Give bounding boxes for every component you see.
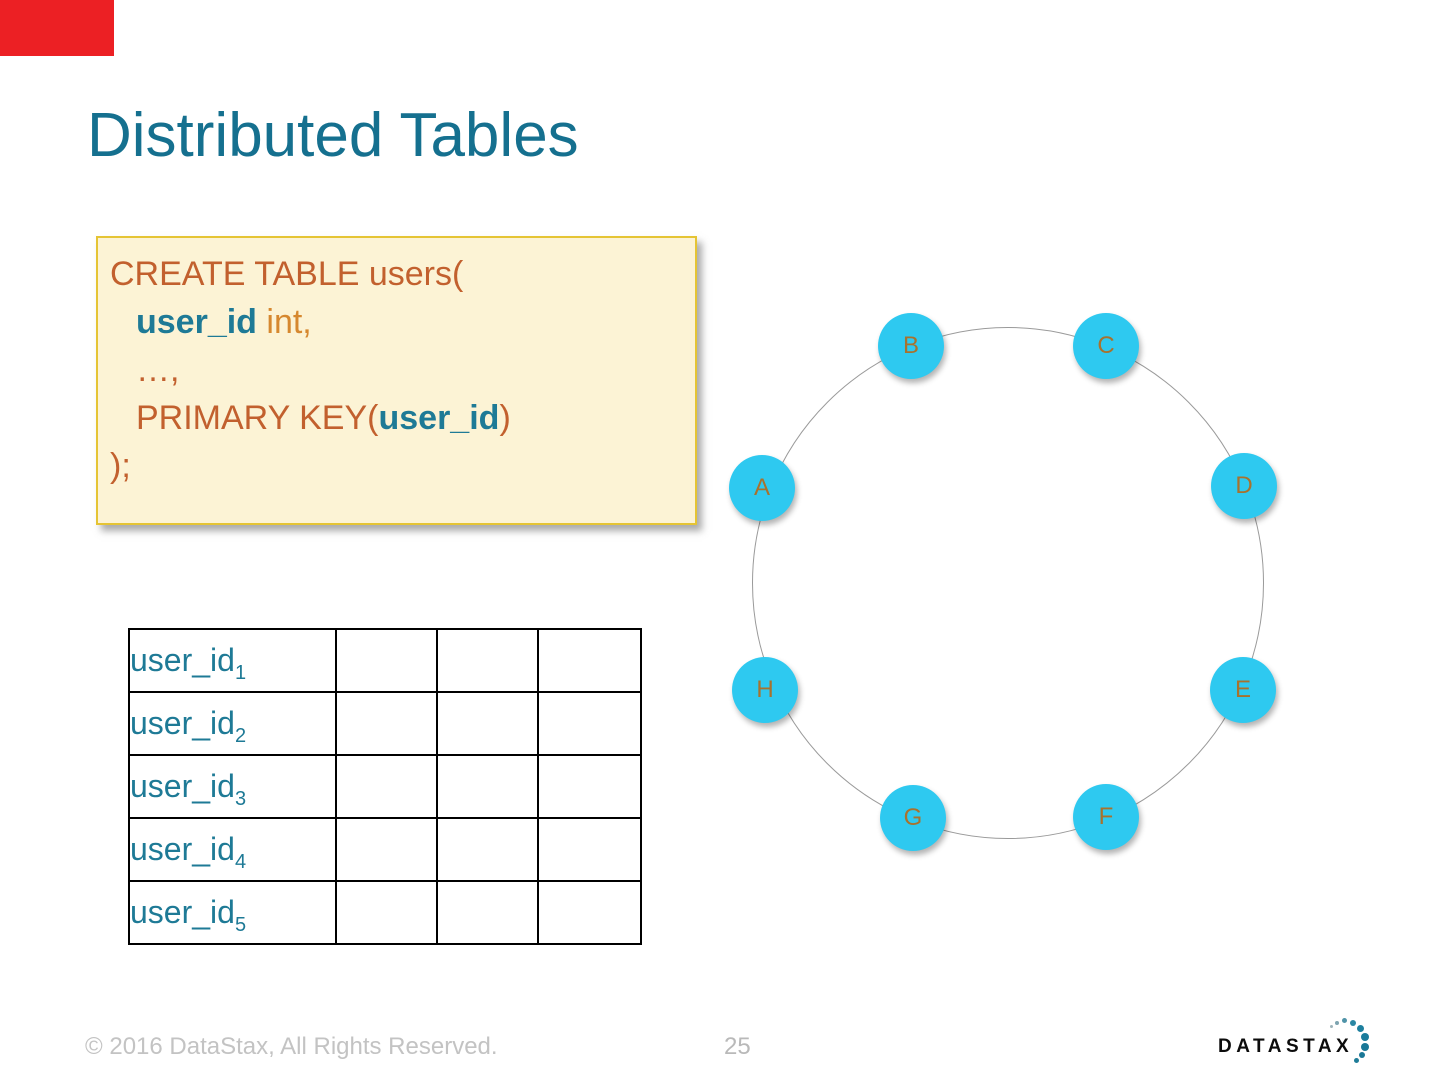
row-key-label: user_id [130,642,235,678]
code-keyword: PRIMARY KEY( [136,399,379,437]
empty-cell [335,754,438,819]
code-identifier: user_id [136,303,257,341]
code-line: ); [110,442,695,490]
row-key-cell: user_id3 [128,754,337,819]
row-key-cell: user_id2 [128,691,337,756]
row-key-cell: user_id5 [128,880,337,945]
user-table: user_id1 user_id2 user_id3 user_id4 user… [128,628,642,945]
row-key-label: user_id [130,831,235,867]
ring-node-b: B [878,313,944,379]
logo-dot [1335,1021,1339,1025]
code-keyword: CREATE TABLE users( [110,255,464,293]
logo-dot [1350,1020,1356,1026]
code-line: user_id int, [110,298,695,346]
logo-dot [1359,1052,1365,1058]
empty-cell [537,817,642,882]
logo-dot [1330,1025,1333,1028]
ring-node-h: H [732,657,798,723]
empty-cell [436,880,539,945]
code-type: int, [256,303,312,341]
empty-cell [335,691,438,756]
row-key-subscript: 3 [234,788,247,810]
table-row: user_id2 [128,691,642,756]
row-key-cell: user_id4 [128,817,337,882]
row-key-label: user_id [130,768,235,804]
ring-node-label: E [1234,676,1251,703]
empty-cell [335,817,438,882]
code-line: CREATE TABLE users( [110,250,695,298]
ring-node-f: F [1073,784,1139,850]
table-row: user_id4 [128,817,642,882]
code-keyword: ) [499,399,511,437]
red-corner-marker [0,0,114,56]
cql-code-box: CREATE TABLE users( user_id int, …, PRIM… [96,236,697,525]
logo-dot [1354,1058,1359,1063]
row-key-subscript: 5 [234,914,247,936]
page-number: 25 [724,1033,751,1060]
empty-cell [537,754,642,819]
ring-node-label: C [1097,332,1115,359]
token-ring-circle [752,327,1264,839]
empty-cell [436,754,539,819]
empty-cell [436,817,539,882]
row-key-subscript: 4 [234,851,247,873]
logo-dot [1357,1025,1364,1032]
code-line: …, [110,346,695,394]
row-key-label: user_id [130,894,235,930]
code-line: PRIMARY KEY(user_id) [110,394,695,442]
empty-cell [436,691,539,756]
empty-cell [537,880,642,945]
row-key-label: user_id [130,705,235,741]
ring-node-label: H [756,676,774,703]
ring-node-label: D [1235,472,1253,499]
copyright-text: © 2016 DataStax, All Rights Reserved. [85,1033,498,1060]
row-key-subscript: 1 [234,662,247,684]
ring-node-label: A [753,474,770,501]
ring-node-label: F [1098,803,1114,830]
empty-cell [537,628,642,693]
ring-node-label: G [903,804,923,831]
logo-dot [1361,1033,1369,1041]
code-identifier: user_id [378,399,500,437]
ring-node-a: A [729,455,795,521]
logo-dot [1361,1043,1369,1051]
code-keyword: ); [110,447,131,485]
empty-cell [436,628,539,693]
ring-node-e: E [1210,657,1276,723]
ring-node-d: D [1211,453,1277,519]
code-keyword: …, [136,351,180,389]
table-row: user_id1 [128,628,642,693]
empty-cell [335,628,438,693]
ring-node-g: G [880,785,946,851]
datastax-logo: DATASTAX [1218,1036,1354,1057]
row-key-cell: user_id1 [128,628,337,693]
table-row: user_id3 [128,754,642,819]
empty-cell [335,880,438,945]
ring-node-c: C [1073,313,1139,379]
page-title: Distributed Tables [87,101,579,170]
logo-dot [1342,1018,1347,1023]
row-key-subscript: 2 [234,725,247,747]
empty-cell [537,691,642,756]
table-row: user_id5 [128,880,642,945]
ring-node-label: B [902,332,919,359]
